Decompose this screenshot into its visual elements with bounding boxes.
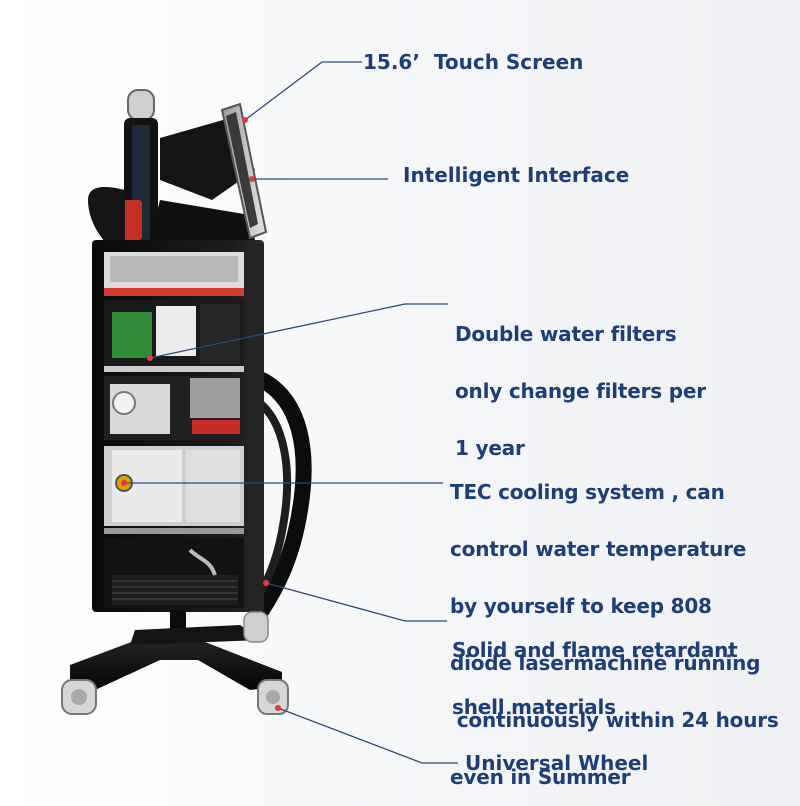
tec-cooling-line: TEC cooling system , can: [450, 480, 725, 504]
handpiece-holder: [88, 89, 158, 248]
tec-cooling-label: TEC cooling system , can control water t…: [450, 445, 779, 806]
water-filters-label: Double water filters only change filters…: [455, 287, 706, 477]
leader-lines: [124, 61, 458, 764]
shell-materials-label: Solid and flame retardant shell material…: [452, 603, 738, 736]
shell-materials-line: Solid and flame retardant: [452, 638, 738, 662]
tec-cooling-line: even in Summer: [450, 765, 631, 789]
tec-cooling-line: continuously within 24 hours: [450, 708, 779, 732]
tec-cooling-line: diode lasermachine running: [450, 651, 761, 675]
marker-dots: [121, 117, 281, 711]
touch-screen-panel: [220, 102, 268, 240]
touch-screen-label: 15.6’ Touch Screen: [363, 50, 584, 74]
universal-wheel-icon: [61, 611, 289, 715]
shell-materials-line: shell materials: [452, 695, 616, 719]
tec-cooling-line: control water temperature: [450, 537, 747, 561]
intelligent-interface-label: Intelligent Interface: [403, 163, 630, 187]
tec-cooling-line: by yourself to keep 808: [450, 594, 712, 618]
water-filters-line: Double water filters: [455, 322, 677, 346]
water-filters-line: 1 year: [455, 436, 525, 460]
universal-wheel-label: Universal Wheel: [465, 751, 649, 775]
water-filters-line: only change filters per: [455, 379, 706, 403]
machine-cabinet: [92, 240, 264, 612]
machine-base: [70, 610, 282, 690]
